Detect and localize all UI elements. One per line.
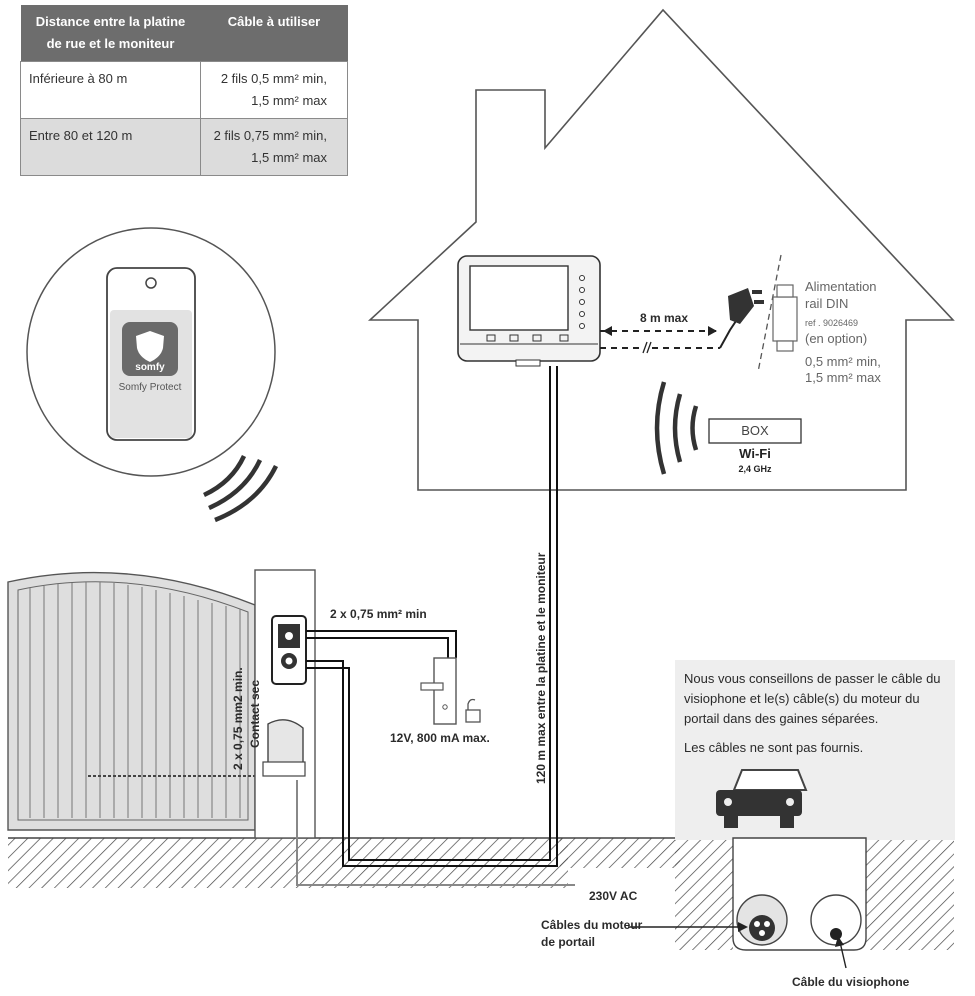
table-cell-distance: Entre 80 et 120 m: [20, 118, 201, 176]
intercom-cable-label: 2 x 0,75 mm² min: [330, 607, 427, 621]
table-row: Entre 80 et 120 m 2 fils 0,75 mm² min, 1…: [20, 118, 348, 176]
table-header-distance: Distance entre la platine de rue et le m…: [20, 5, 201, 62]
brand-logo: somfy: [135, 362, 165, 373]
mains-cable: [296, 780, 575, 886]
power-cable-spec-line1: 0,5 mm² min,: [805, 354, 881, 369]
gate-post: [254, 569, 316, 839]
cable-line: 2 fils 0,5 mm² min,: [220, 71, 327, 86]
table-cell-distance: Inférieure à 80 m: [20, 61, 201, 119]
table-header-cable: Câble à utiliser: [200, 5, 348, 62]
table-row: Inférieure à 80 m 2 fils 0,5 mm² min, 1,…: [20, 61, 348, 119]
motor-cables-label-2: de portail: [541, 935, 595, 949]
table-cell-cable: 2 fils 0,5 mm² min, 1,5 mm² max: [200, 61, 348, 119]
cable-distance-label: 8 m max: [640, 311, 688, 325]
wifi-label: Wi-Fi: [739, 446, 771, 461]
wifi-signal-icon: [654, 381, 699, 475]
shield-icon: [136, 331, 164, 362]
cable-line: 2 fils 0,75 mm² min,: [213, 128, 327, 143]
electric-lock-icon: [420, 657, 481, 725]
intercom-cable: [306, 366, 558, 867]
gate-motor: [262, 719, 306, 777]
box-label: BOX: [741, 423, 769, 438]
dry-contact-cable-label: 2 x 0,75 mm2 min.: [231, 667, 245, 770]
table-header-row: Distance entre la platine de rue et le m…: [20, 5, 348, 62]
lock-spec-label: 12V, 800 mA max.: [390, 731, 490, 745]
sliding-gate: [7, 571, 262, 831]
table-cell-cable: 2 fils 0,75 mm² min, 1,5 mm² max: [200, 118, 348, 176]
advice-cables-not-supplied: Les câbles ne sont pas fournis.: [684, 740, 864, 755]
car-icon: [716, 769, 808, 828]
internet-box: [708, 418, 802, 444]
power-adapter-icon: [728, 288, 764, 324]
advice-text: Nous vous conseillons de passer le câble…: [684, 669, 954, 767]
wireless-signal-icon: [203, 455, 279, 523]
power-supply-line1: Alimentation: [805, 279, 877, 294]
motor-conduit: [736, 894, 788, 946]
power-supply-option: (en option): [805, 331, 867, 346]
house: [367, 8, 955, 491]
max-distance-label: 120 m max entre la platine et le moniteu…: [534, 552, 548, 784]
power-cable-spec-line2: 1,5 mm² max: [805, 370, 881, 385]
app-name: Somfy Protect: [119, 382, 182, 393]
cable-line: 1,5 mm² max: [251, 93, 327, 108]
motor-cables-label-1: Câbles du moteur: [541, 918, 643, 932]
intercom-cable-label-bottom: Câble du visiophone: [792, 975, 910, 989]
intercom-cable-pointer: [839, 941, 847, 969]
power-supply-line2: rail DIN: [805, 296, 848, 311]
dry-contact-label: Contact sec: [248, 680, 262, 748]
power-supply-ref: ref . 9026469: [805, 318, 858, 328]
cable-line: 1,5 mm² max: [251, 150, 327, 165]
lock-cable: [306, 630, 457, 658]
smartphone-illustration: somfy Somfy Protect: [26, 227, 279, 523]
mains-label: 230V AC: [589, 889, 638, 903]
intercom-conduit: [810, 894, 862, 946]
ground: [8, 837, 954, 950]
cable-table: Distance entre la platine de rue et le m…: [20, 5, 348, 176]
advice-separate-conduits: Nous vous conseillons de passer le câble…: [684, 671, 941, 726]
video-monitor: [457, 255, 601, 367]
outdoor-panel: [271, 615, 307, 685]
wifi-frequency: 2,4 GHz: [738, 464, 772, 474]
din-rail-module: [772, 284, 798, 352]
